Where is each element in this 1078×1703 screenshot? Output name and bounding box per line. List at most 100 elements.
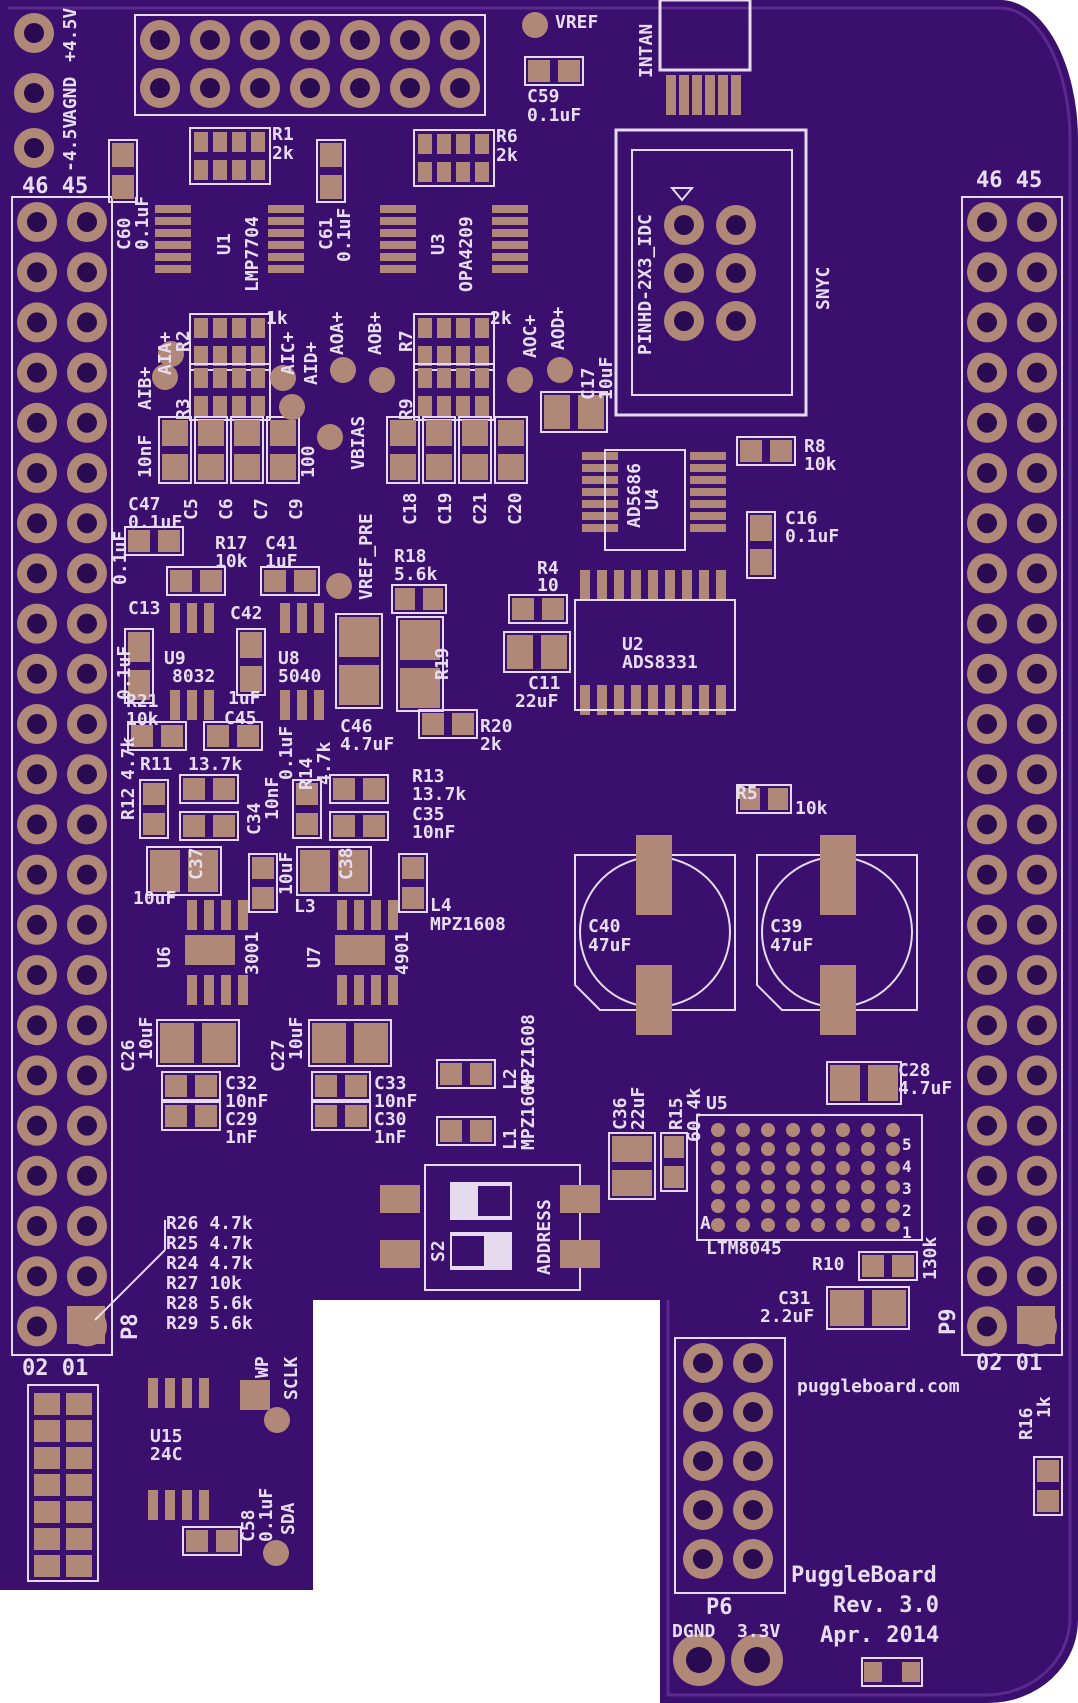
- c30-value: 1nF: [374, 1127, 407, 1148]
- c40-capacitor: [574, 835, 736, 1035]
- c28-value: 4.7uF: [898, 1078, 953, 1099]
- vbias-label: VBIAS: [348, 415, 369, 470]
- c32-label: C32: [225, 1073, 258, 1094]
- c35-label: C35: [412, 804, 445, 825]
- c11-label: C11: [528, 673, 561, 694]
- c33-label: C33: [374, 1073, 407, 1094]
- r19-label: R19: [432, 647, 453, 680]
- r1-value: 2k: [272, 143, 294, 164]
- r7-value: 2k: [490, 308, 512, 329]
- c27-value: 10uF: [286, 1016, 307, 1060]
- c36-value: 22uF: [628, 1086, 649, 1130]
- c16-value: 0.1uF: [785, 526, 840, 547]
- c34-value: 10nF: [262, 776, 283, 820]
- r17-label: R17: [215, 533, 248, 554]
- c39-value: 47uF: [770, 935, 814, 956]
- minus-4v5-label: -4.5V: [60, 117, 81, 172]
- bga-row-label: 2: [902, 1201, 912, 1220]
- r9-label: R9: [396, 398, 417, 420]
- aoa-label: AOA+: [327, 311, 348, 355]
- s2-dip-switch: [424, 1164, 581, 1291]
- u2-chip-outline: [574, 599, 736, 711]
- r25-label: R25 4.7k: [166, 1233, 253, 1254]
- c40-label: C40: [588, 916, 621, 937]
- r13-value: 13.7k: [412, 784, 467, 805]
- c41-value: 1uF: [265, 551, 298, 572]
- switch-num-label: 1: [486, 1251, 507, 1262]
- board-website: puggleboard.com: [797, 1376, 960, 1397]
- bga-col-a: A: [700, 1213, 711, 1234]
- r-100-value: 100: [298, 445, 319, 478]
- address-label: ADDRESS: [534, 1199, 555, 1275]
- left-header-top-label: 46 45: [22, 174, 89, 199]
- r11-value: 13.7k: [188, 754, 243, 775]
- sclk-label: SCLK: [281, 1356, 302, 1400]
- u6-label: U6: [154, 946, 175, 968]
- bga-row-label: 3: [902, 1179, 912, 1198]
- right-header-top-label: 46 45: [976, 168, 1043, 193]
- c13-label: C13: [128, 598, 161, 619]
- c38-label: C38: [336, 847, 357, 880]
- c37-label: C37: [186, 847, 207, 880]
- r6-label: R6: [496, 126, 518, 147]
- bga-row-label: 1: [902, 1223, 912, 1242]
- r18-label: R18: [394, 546, 427, 567]
- c47-value: 0.1uF: [128, 512, 183, 533]
- l3-label: L3: [294, 896, 316, 917]
- c59-value: 0.1uF: [527, 105, 582, 126]
- idc-connector-outline: [614, 128, 808, 417]
- r12-value: 4.7k: [118, 736, 139, 780]
- c26-value: 10uF: [136, 1016, 157, 1060]
- agnd-label: AGND: [60, 76, 81, 120]
- pin1-triangle-icon: [669, 187, 695, 202]
- r5-label: R5: [736, 783, 758, 804]
- r20-label: R20: [480, 716, 513, 737]
- u7-label: U7: [304, 946, 325, 968]
- r13-label: R13: [412, 766, 445, 787]
- u15-part: 24C: [150, 1444, 183, 1465]
- u5-bga-outline: [696, 1114, 923, 1241]
- c40-value: 47uF: [588, 935, 632, 956]
- r21-label: R21: [126, 691, 159, 712]
- c17-value: 10uF: [596, 356, 617, 400]
- top-header-pins: [134, 14, 486, 116]
- l4-value: MPZ1608: [430, 914, 506, 935]
- c31-label: C31: [778, 1288, 811, 1309]
- r5-value: 10k: [795, 798, 828, 819]
- u1-part: LMP7704: [242, 216, 263, 292]
- r18-value: 5.6k: [394, 564, 438, 585]
- wp-label: WP: [252, 1356, 273, 1378]
- u2-label: U2: [622, 634, 644, 655]
- left-header-bottom-label: 02 01: [22, 1356, 89, 1381]
- p6-header-pins: [674, 1337, 786, 1594]
- u8-label: U8: [278, 648, 300, 669]
- r21-value: 10k: [126, 709, 159, 730]
- r8-value: 10k: [804, 454, 837, 475]
- p6-label: P6: [706, 1595, 733, 1620]
- r20-value: 2k: [480, 734, 502, 755]
- bga-row-label: 4: [902, 1157, 912, 1176]
- r2-label: R2: [173, 330, 194, 352]
- left-header-pins: [11, 196, 113, 1356]
- bga-row-label: 5: [902, 1135, 912, 1154]
- c45-value: 0.1uF: [276, 725, 297, 780]
- c33-value: 10nF: [374, 1091, 418, 1112]
- u5-label: U5: [706, 1093, 728, 1114]
- c58-value: 0.1uF: [256, 1487, 277, 1542]
- board-revision: Rev. 3.0: [833, 1593, 939, 1618]
- u5-part: LTM8045: [706, 1238, 782, 1259]
- aid-label: AID+: [301, 341, 322, 385]
- r7-label: R7: [396, 330, 417, 352]
- l1-value: MPZ1608: [518, 1074, 539, 1150]
- u15-label: U15: [150, 1426, 183, 1447]
- r2-value: 1k: [266, 308, 288, 329]
- u2-part: ADS8331: [622, 652, 698, 673]
- p9-label: P9: [936, 1308, 961, 1336]
- c39-capacitor: [756, 835, 918, 1035]
- c28-label: C28: [898, 1060, 931, 1081]
- c21-label: C21: [470, 492, 491, 525]
- dgnd-label: DGND: [672, 1621, 716, 1642]
- c32-value: 10nF: [225, 1091, 269, 1112]
